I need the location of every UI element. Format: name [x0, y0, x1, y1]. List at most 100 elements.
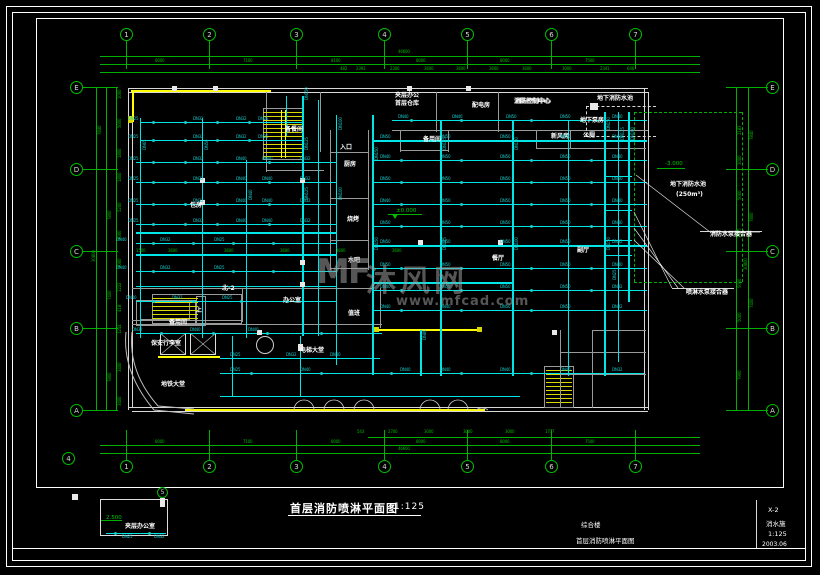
sprinkler-head	[152, 270, 155, 273]
pipe-size-label: DN50	[560, 176, 571, 181]
sprinkler-head	[580, 119, 583, 122]
partition-office-top	[132, 288, 372, 289]
grid-bubble-bottom-2: 2	[203, 460, 216, 473]
pipe-size-label: DN50	[500, 284, 511, 289]
grid-line-top-4	[384, 41, 385, 69]
pipe-size-label: DN50	[440, 284, 451, 289]
pipe-branch-13	[220, 396, 520, 397]
pool-zone-left	[634, 112, 635, 282]
pipe-size-label: DN50	[500, 176, 511, 181]
pipe-size-label: DN25	[214, 237, 225, 242]
dim-left-det-2: 5000	[117, 118, 122, 128]
room-label: 包房	[190, 202, 203, 209]
pool-zone-top	[634, 112, 742, 113]
pipe-riser-bot-1	[420, 330, 422, 376]
sprinkler-head	[216, 161, 219, 164]
pipe-branch-8	[136, 271, 336, 272]
pipe-size-label: DN25	[214, 265, 225, 270]
room-label: 办公室	[283, 297, 302, 304]
pipe-size-label: DN50	[560, 220, 571, 225]
partition-7	[330, 198, 368, 199]
sprinkler-head	[184, 181, 187, 184]
room-label: 公厕	[583, 132, 596, 139]
partition-r5	[592, 330, 646, 331]
sprinkler-head	[286, 300, 289, 303]
sprinkler-head	[216, 121, 219, 124]
sprinkler-head	[530, 309, 533, 312]
sprinkler-head	[460, 267, 463, 270]
grid-bubble-top-1: 1	[120, 28, 133, 41]
pipe-size-label: DN50	[440, 134, 451, 139]
pipe-riser-4	[372, 115, 374, 375]
sprinkler-head	[268, 181, 271, 184]
room-box-spare	[152, 294, 242, 324]
circular-feature	[256, 336, 274, 354]
pipe-size-label: DN40	[380, 304, 391, 309]
annotation-label: 地下消防水池	[670, 181, 707, 188]
room-label: 地下消防水池	[597, 95, 634, 102]
dim-left-det-5: 5200	[117, 202, 122, 212]
valve-marker	[418, 240, 423, 245]
inset-pipe	[106, 533, 166, 534]
pipe-riser-2	[318, 100, 319, 336]
valve-marker	[200, 178, 205, 183]
pipe-riser-left-2	[202, 118, 203, 338]
stair-right-bottom	[544, 366, 574, 408]
partition-lobby-right	[380, 288, 381, 328]
riser-size-label: DN125	[442, 237, 447, 250]
elevation-line-pool	[657, 168, 685, 169]
pipe-size-label: DN50	[500, 198, 511, 203]
pipe-size-label: DN32	[160, 265, 171, 270]
dim-line-bottom-detail	[368, 437, 700, 438]
pipe-riser-9	[628, 112, 630, 302]
annotation-label: 夹层办公室	[125, 523, 156, 530]
title-block-sheet-title: 首层消防喷淋平面图	[576, 537, 635, 545]
elevation-triangle	[392, 214, 398, 219]
sprinkler-head	[152, 139, 155, 142]
pipe-size-label: DN40	[380, 198, 391, 203]
partition-u5	[570, 130, 571, 148]
pipe-riser-10	[618, 112, 619, 362]
valve-marker	[552, 330, 557, 335]
valve-marker	[200, 200, 205, 205]
room-label: 水吧	[348, 257, 361, 264]
pipe-to-pool-1	[604, 176, 632, 177]
dim-line-left-total	[96, 87, 97, 410]
pipe-size-label: DN50	[440, 220, 451, 225]
riser-size-label: DN100	[514, 137, 519, 150]
pipe-size-label: DN40	[612, 262, 623, 267]
elevation-line-inset	[100, 520, 122, 521]
sprinkler-head	[400, 267, 403, 270]
grid-bubble-top-4: 4	[378, 28, 391, 41]
dim-right-det-7: 7900	[737, 370, 742, 380]
pipe-size-label: DN32	[300, 198, 311, 203]
pipe-size-label: DN40	[380, 154, 391, 159]
sprinkler-head	[530, 181, 533, 184]
partition-office-right	[242, 288, 243, 322]
pipe-size-label: DN25	[128, 116, 139, 121]
dim-top-det-6: 3600	[489, 66, 499, 71]
grid-line-left-E	[83, 87, 118, 88]
dim-top-total: 46600	[398, 49, 410, 54]
wall-exterior-bottom-inner	[132, 411, 648, 412]
sprinkler-head	[400, 159, 403, 162]
wall-exterior-right	[644, 88, 645, 410]
dim-left-1: 7840	[97, 125, 102, 135]
pipe-size-label: DN25	[230, 367, 241, 372]
grid-line-right-C	[726, 251, 768, 252]
pipe-size-label: DN40	[236, 176, 247, 181]
sprinkler-head	[184, 161, 187, 164]
pipe-size-label: DN40	[380, 284, 391, 289]
inset-grid-bubble-5: 5	[157, 487, 168, 498]
dim-bottom-det-1: 543	[357, 429, 365, 434]
dim-line-left-chain	[106, 87, 107, 410]
pipe-size-label: DN50	[506, 114, 517, 119]
grid-line-right-B	[726, 328, 768, 329]
grid-line-left-C	[83, 251, 118, 252]
pipe-size-label: DN50	[500, 220, 511, 225]
sprinkler-head	[184, 223, 187, 226]
grid-bubble-corner-left: 4	[62, 452, 75, 465]
title-block-project: 综合楼	[581, 521, 601, 529]
room-label: 消防控制中心	[515, 98, 552, 105]
partition-4	[330, 130, 331, 270]
